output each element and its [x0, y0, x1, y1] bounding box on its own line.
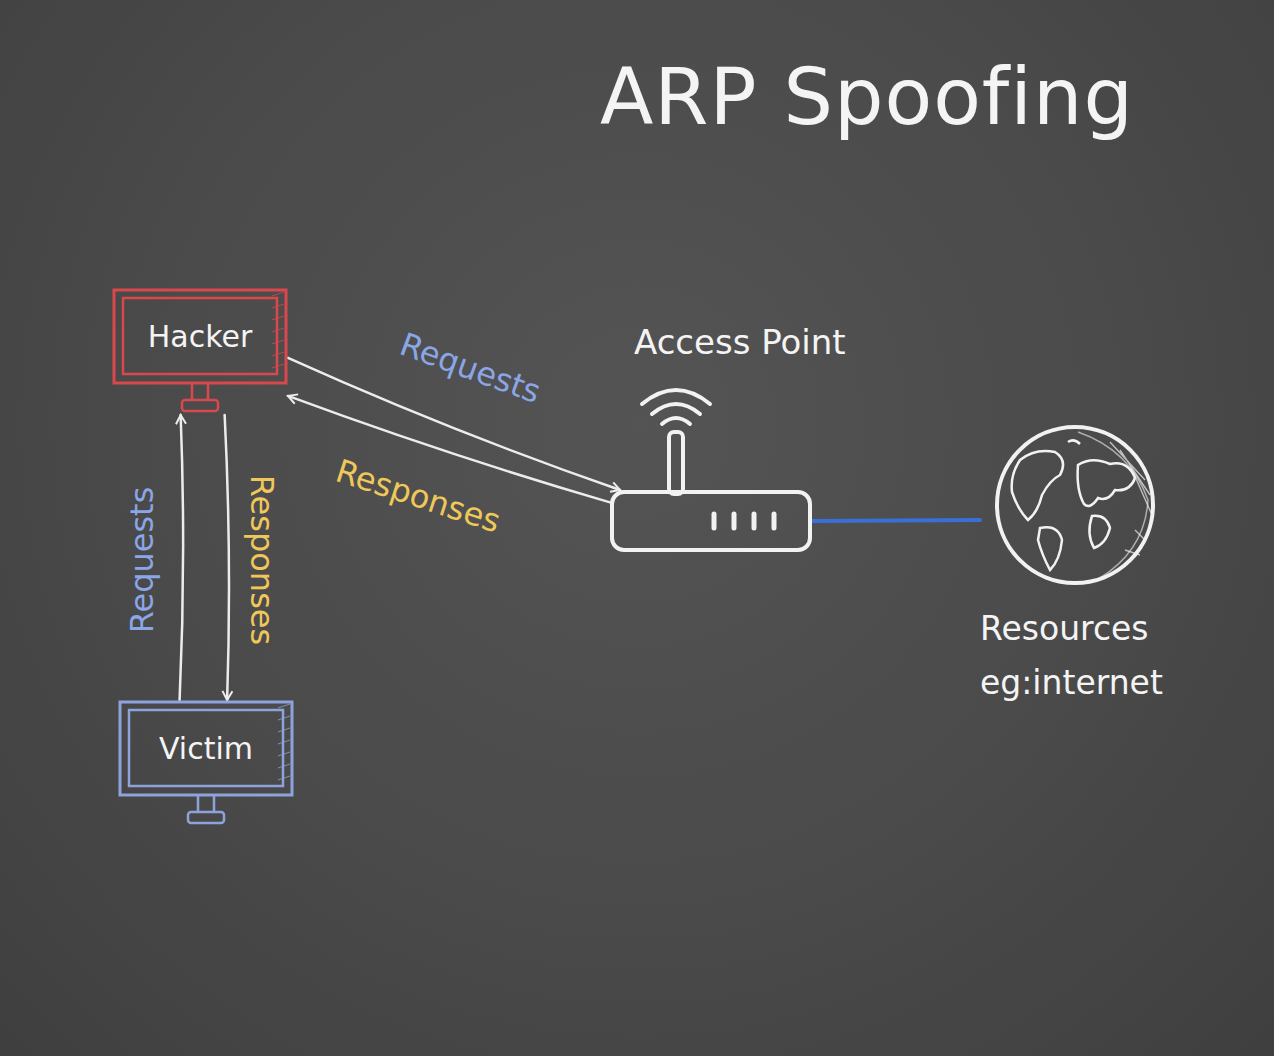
- antenna-icon: [624, 388, 744, 498]
- edge-label: Responses: [331, 452, 505, 541]
- router-ports: [610, 490, 812, 552]
- screen-area: Victim: [118, 700, 294, 797]
- connector-arrow: [225, 415, 229, 700]
- edge-label: Requests: [123, 487, 161, 634]
- node-heading: Access Point: [634, 322, 846, 362]
- screen-area: Hacker: [112, 288, 288, 385]
- edge-label: Responses: [243, 475, 281, 645]
- internet-node: Resources eg:internet: [980, 420, 1200, 711]
- access-point-node: Access Point: [610, 490, 812, 552]
- computer-node: Victim: [118, 700, 294, 827]
- globe-icon: [980, 420, 1170, 600]
- node-label: Hacker: [148, 319, 253, 354]
- text-holder: Resources eg:internet: [980, 602, 1185, 711]
- edge-label: Requests: [395, 325, 546, 411]
- node-label: Resources eg:internet: [980, 602, 1185, 711]
- diagram-title: ARP Spoofing: [600, 52, 1134, 142]
- computer-node: Hacker: [112, 288, 288, 415]
- connector-arrow: [812, 520, 980, 521]
- connector-arrow: [180, 415, 184, 700]
- node-label: Victim: [159, 731, 253, 766]
